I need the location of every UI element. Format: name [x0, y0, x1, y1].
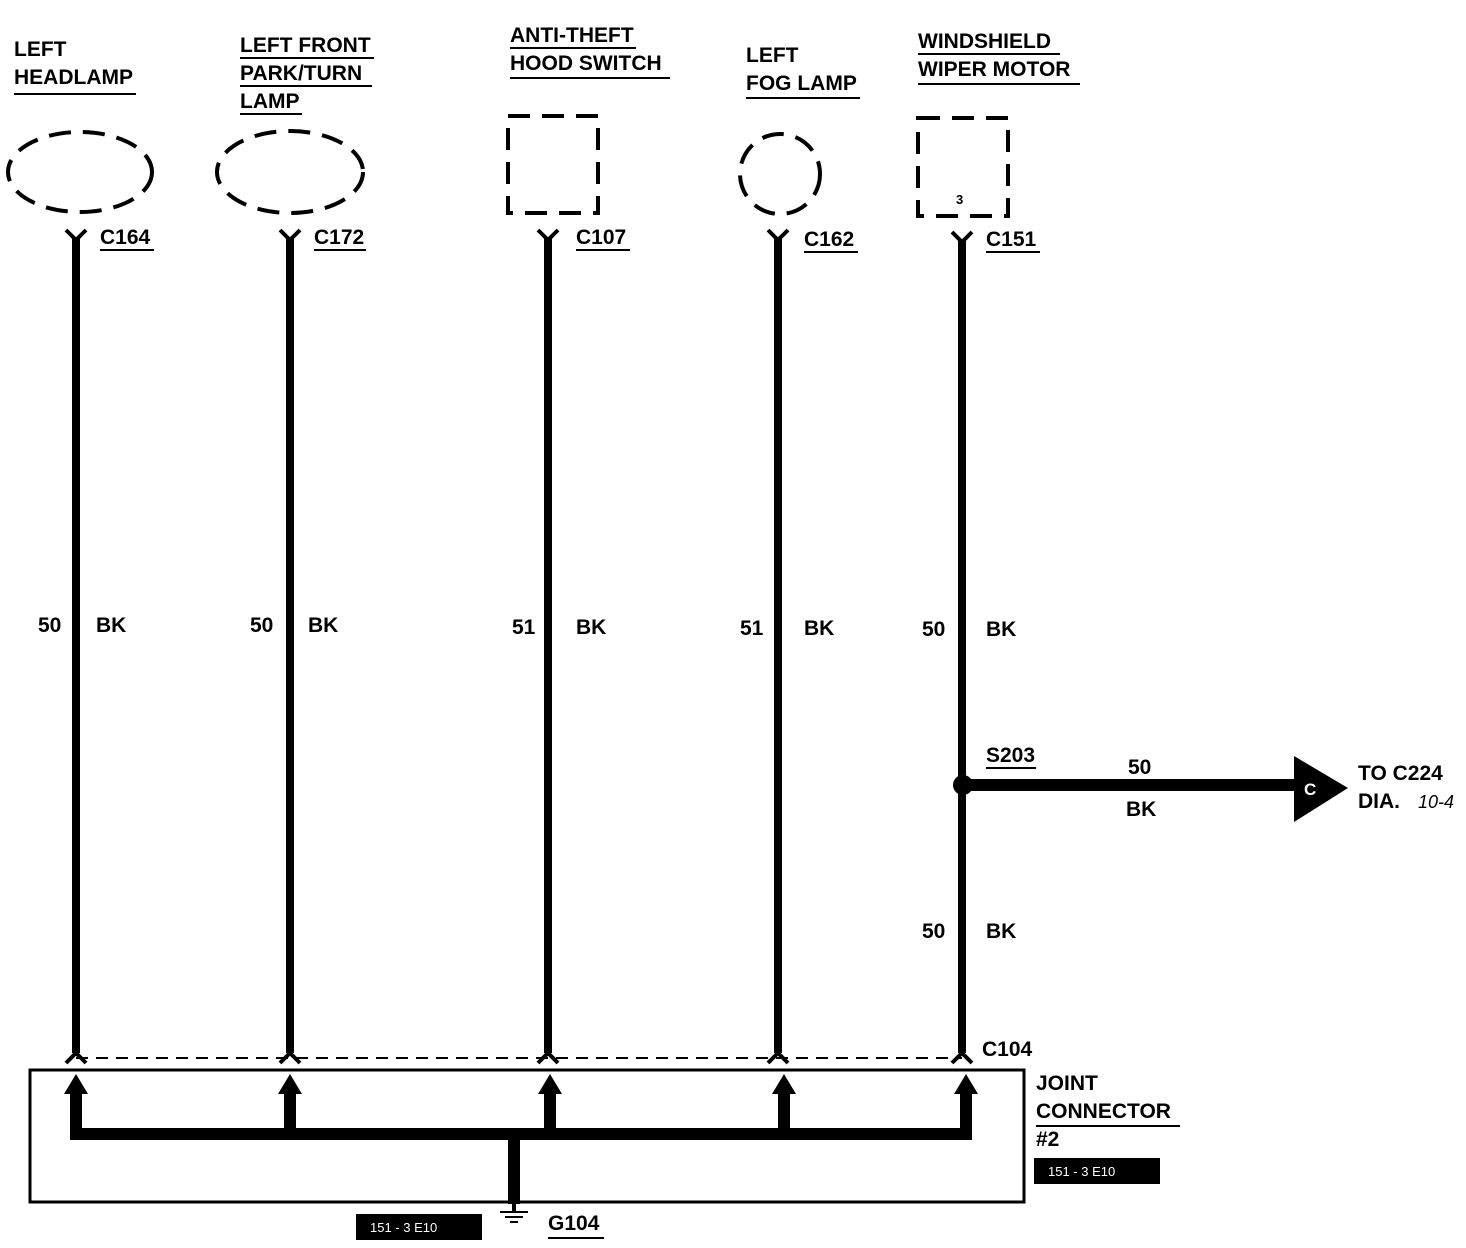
splice-label: S203	[986, 744, 1035, 767]
arrow-letter: C	[1304, 780, 1316, 799]
bus-arrow	[538, 1074, 562, 1094]
bus-arrow	[64, 1074, 88, 1094]
branch-wire-color: BK	[1126, 798, 1156, 821]
destination-line: TO C224	[1358, 762, 1443, 785]
joint-connector: C104 JOINT CONNECTOR #2 151 - 3 E10	[28, 1038, 1180, 1204]
connector-label: C172	[314, 226, 364, 249]
fog-lamp-symbol	[738, 132, 822, 216]
circuit-number: 51	[740, 617, 764, 640]
component-title-line: WIPER MOTOR	[918, 58, 1070, 81]
connector-label: C164	[100, 226, 151, 249]
component-windshield-wiper-motor: WINDSHIELD WIPER MOTOR 3 C151 50 BK	[916, 30, 1080, 1065]
component-title-line: LEFT	[746, 44, 799, 67]
wiper-motor-symbol	[916, 116, 1010, 218]
connector-pin-symbol	[950, 1050, 974, 1065]
component-left-headlamp: LEFT HEADLAMP C164 50 BK	[6, 38, 154, 1065]
connector-label: C151	[986, 228, 1037, 251]
component-title-line: HOOD SWITCH	[510, 52, 662, 75]
connector-pin-symbol	[536, 1050, 560, 1065]
reference-tag-text: 151 - 3 E10	[1048, 1164, 1115, 1179]
wire-color: BK	[804, 617, 834, 640]
component-title-line: LEFT FRONT	[240, 34, 371, 57]
connector-arrow	[1294, 756, 1348, 822]
wire-color: BK	[308, 614, 338, 637]
hood-switch-symbol	[506, 114, 600, 215]
destination-line: DIA.	[1358, 790, 1400, 813]
bus-arrow	[772, 1074, 796, 1094]
connector-label: C107	[576, 226, 626, 249]
headlamp-symbol	[6, 130, 154, 214]
joint-connector-label: C104	[982, 1038, 1033, 1061]
component-left-fog-lamp: LEFT FOG LAMP C162 51 BK	[738, 44, 860, 1065]
splice-dot	[953, 775, 973, 795]
circuit-number: 50	[922, 920, 945, 943]
component-title-line: LAMP	[240, 90, 300, 113]
connector-pin-symbol	[278, 1050, 302, 1065]
splice-s203: S203 50 BK C TO C224 DIA. 10-4 50 BK	[922, 744, 1454, 943]
bus-arrow	[278, 1074, 302, 1094]
wire-color: BK	[576, 616, 606, 639]
reference-tag-text: 151 - 3 E10	[370, 1220, 437, 1235]
reference-tag	[356, 1214, 482, 1240]
wire-color: BK	[986, 618, 1016, 641]
wire-color: BK	[986, 920, 1016, 943]
component-left-front-park-turn-lamp: LEFT FRONT PARK/TURN LAMP C172 50 BK	[215, 34, 374, 1065]
bus-arrow	[954, 1074, 978, 1094]
destination-ref: 10-4	[1418, 792, 1454, 812]
component-title-line: FOG LAMP	[746, 72, 857, 95]
joint-connector-title-line: JOINT	[1036, 1072, 1098, 1095]
circuit-number: 50	[250, 614, 273, 637]
joint-connector-title-line: CONNECTOR	[1036, 1100, 1171, 1123]
circuit-number: 50	[922, 618, 945, 641]
pin-number: 3	[956, 192, 963, 207]
component-title-line: WINDSHIELD	[918, 30, 1051, 53]
component-title-line: LEFT	[14, 38, 67, 61]
branch-circuit-number: 50	[1128, 756, 1151, 779]
ground-g104: 151 - 3 E10 G104	[356, 1196, 604, 1240]
component-title-line: HEADLAMP	[14, 66, 133, 89]
circuit-number: 50	[38, 614, 61, 637]
joint-connector-title-line: #2	[1036, 1128, 1059, 1151]
component-title-line: ANTI-THEFT	[510, 24, 634, 47]
circuit-number: 51	[512, 616, 536, 639]
joint-bus	[70, 1090, 972, 1140]
connector-pin-symbol	[64, 1050, 88, 1065]
component-anti-theft-hood-switch: ANTI-THEFT HOOD SWITCH C107 51 BK	[506, 24, 670, 1065]
connector-label: C162	[804, 228, 854, 251]
wire-color: BK	[96, 614, 126, 637]
connector-pin-symbol	[766, 1050, 790, 1065]
component-title-line: PARK/TURN	[240, 62, 362, 85]
ground-label: G104	[548, 1212, 600, 1235]
reference-tag	[1034, 1158, 1160, 1184]
park-turn-lamp-symbol	[215, 129, 365, 215]
joint-connector-box	[28, 1068, 1026, 1204]
